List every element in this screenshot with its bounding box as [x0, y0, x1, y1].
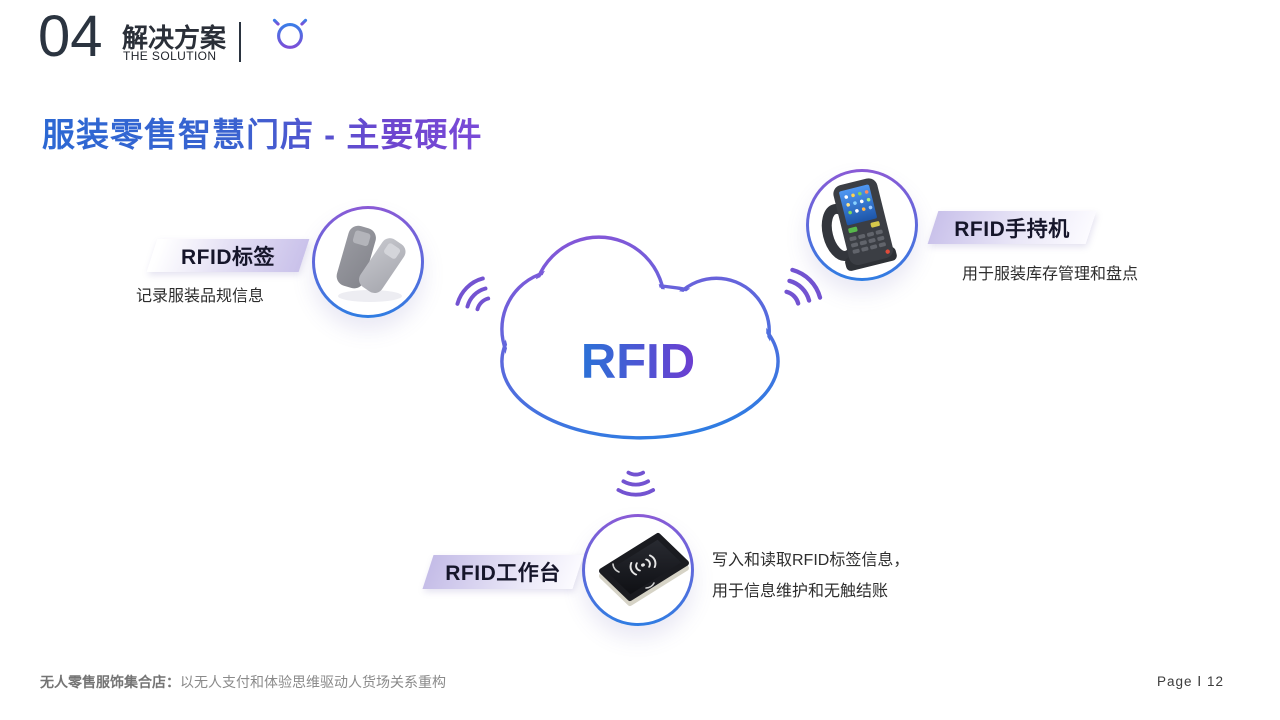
- desc-rfid-tags: 记录服装品规信息: [136, 288, 265, 305]
- rfid-workstation-circle: [582, 514, 694, 626]
- rfid-tags-image: [316, 209, 420, 315]
- label-rfid-workstation: RFID工作台: [422, 555, 584, 589]
- section-number: 04: [38, 4, 103, 69]
- rfid-workstation-image: [586, 517, 690, 623]
- section-subtitle: THE SOLUTION: [123, 49, 217, 63]
- wifi-signal-icon: [587, 443, 681, 537]
- wifi-signal-icon: [772, 246, 844, 323]
- footer-brand: 无人零售服饰集合店：以无人支付和体验思维驱动人货场关系重构: [40, 672, 446, 692]
- label-text: RFID标签: [181, 245, 275, 269]
- page-number: Page Ⅰ 12: [1156, 674, 1224, 689]
- label-rfid-tags: RFID标签: [146, 239, 310, 272]
- rfid-handheld-circle: [806, 169, 918, 281]
- label-text: RFID手持机: [954, 217, 1070, 241]
- rfid-tags-circle: [312, 206, 424, 318]
- label-rfid-handheld: RFID手持机: [927, 211, 1097, 244]
- desc-line-1: 写入和读取RFID标签信息，: [712, 552, 910, 569]
- rfid-cloud-shape: RFID: [497, 234, 781, 445]
- rfid-handheld-image: [810, 172, 914, 278]
- footer-brand-text: 以无人支付和体验思维驱动人货场关系重构: [180, 674, 446, 690]
- wifi-signal-icon: [436, 257, 507, 323]
- header-divider: [239, 22, 241, 62]
- page-title: 服装零售智慧门店 - 主要硬件: [42, 108, 482, 156]
- footer-brand-bold: 无人零售服饰集合店：: [40, 674, 180, 690]
- lightbulb-icon: [261, 9, 319, 72]
- cloud-label: RFID: [581, 335, 695, 389]
- desc-rfid-handheld: 用于服装库存管理和盘点: [962, 266, 1139, 283]
- desc-line-2: 用于信息维护和无触结账: [712, 583, 889, 600]
- label-text: RFID工作台: [445, 562, 561, 585]
- section-title: 解决方案: [122, 23, 227, 53]
- desc-rfid-workstation: 写入和读取RFID标签信息， 用于信息维护和无触结账: [712, 545, 909, 607]
